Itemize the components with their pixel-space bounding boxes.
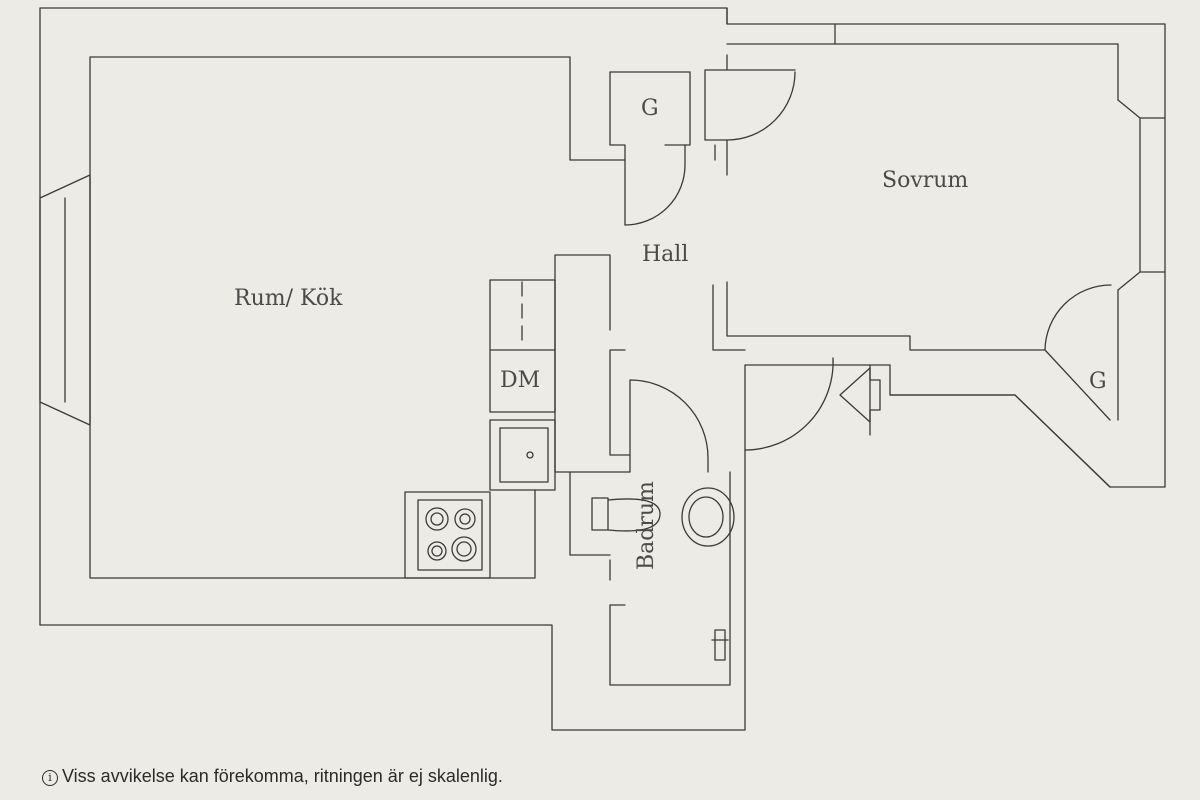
shower-tap xyxy=(711,629,729,661)
badrum-walls xyxy=(569,471,731,686)
room-label-sovrum: Sovrum xyxy=(882,168,969,193)
stove-burner-2 xyxy=(454,508,476,530)
outer-wall-outline xyxy=(39,7,1166,731)
closet-hall-walls xyxy=(609,71,691,226)
inner-wall-line-sovrum xyxy=(726,43,1119,421)
room-label-hall: Hall xyxy=(642,242,689,267)
stove xyxy=(404,491,491,579)
closet-hall-door xyxy=(624,144,686,226)
window-left xyxy=(39,174,91,426)
sink-drain xyxy=(526,451,534,459)
closet-sovrum-door xyxy=(1044,284,1112,421)
badrum-door xyxy=(629,379,709,473)
inner-wall-line-rum-kok xyxy=(89,56,626,579)
entry-door xyxy=(744,357,834,451)
stove-burner-1 xyxy=(425,507,449,531)
info-icon: i xyxy=(42,770,58,786)
closet-top-walls xyxy=(704,54,796,176)
room-label-closet-hall: G xyxy=(641,96,659,121)
toilet xyxy=(591,497,661,532)
window-right xyxy=(1117,99,1166,291)
entry-arrow-icon xyxy=(839,367,881,423)
dishwasher xyxy=(489,279,556,413)
disclaimer-text: Viss avvikelse kan förekomma, ritningen … xyxy=(62,766,503,786)
closet-top-door xyxy=(726,71,796,141)
room-label-closet-sovrum: G xyxy=(1089,369,1107,394)
inner-wall-line-entry xyxy=(869,364,1111,488)
room-label-rum-kok: Rum/ Kök xyxy=(234,286,343,311)
washbasin xyxy=(681,487,735,547)
hall-partition xyxy=(554,254,746,473)
room-label-badrum: Badrum xyxy=(634,481,659,570)
stove-burner-3 xyxy=(427,541,447,561)
inner-wall-line-top xyxy=(726,7,836,45)
stove-burner-4 xyxy=(451,536,477,562)
sink xyxy=(489,419,556,491)
room-label-dm: DM xyxy=(500,368,541,393)
